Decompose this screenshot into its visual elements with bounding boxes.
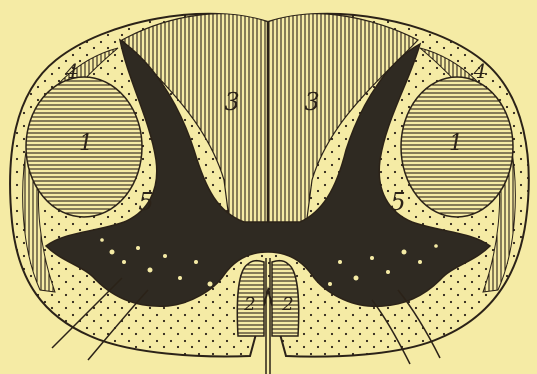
label-lateral-column-left: 1 bbox=[79, 131, 93, 156]
label-ground-bundle-right: 5 bbox=[390, 188, 405, 216]
label-cerebellar-tract-left: 4 bbox=[65, 59, 79, 83]
label-posterior-column-right: 3 bbox=[304, 88, 319, 116]
label-lateral-column-right: 1 bbox=[449, 131, 463, 156]
label-anterior-column-left: 2 bbox=[243, 294, 255, 315]
label-cerebellar-tract-right: 4 bbox=[473, 59, 487, 83]
label-anterior-column-right: 2 bbox=[281, 294, 293, 315]
label-posterior-column-left: 3 bbox=[224, 88, 239, 116]
label-ground-bundle-left: 5 bbox=[138, 188, 153, 216]
